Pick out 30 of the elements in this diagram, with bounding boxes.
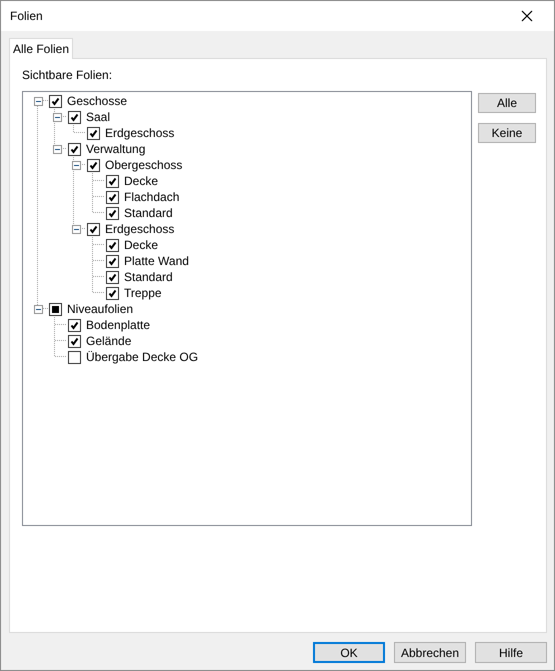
tree-item-label: Saal [86, 110, 110, 124]
tree-item-label: Decke [124, 174, 158, 188]
tree-line [37, 100, 48, 309]
tree-item-label: Decke [124, 238, 158, 252]
tree-item-label: Erdgeschoss [105, 222, 174, 236]
tree-item-label: Platte Wand [124, 254, 189, 268]
tree-item-label: Flachdach [124, 190, 180, 204]
tree-item-label: Niveaufolien [67, 302, 134, 316]
tree-item-label: Verwaltung [86, 142, 146, 156]
tree-line [92, 234, 106, 293]
tree-item-label: Standard [124, 270, 173, 284]
window-title: Folien [10, 9, 43, 23]
tree-item-label: Übergabe Decke OG [86, 350, 198, 364]
button: Hilfe [475, 642, 547, 663]
group-label: Sichtbare Folien: [22, 68, 112, 82]
button: OK [313, 642, 385, 663]
button: Keine [478, 123, 536, 143]
tree-item-label: Erdgeschoss [105, 126, 174, 140]
tree-line [92, 170, 106, 213]
tree-item-label: Bodenplatte [86, 318, 150, 332]
tree-line [73, 122, 86, 133]
tree-item-label: Treppe [124, 286, 162, 300]
tree-line [54, 314, 68, 357]
button: Abbrechen [394, 642, 466, 663]
tree-item-label: Standard [124, 206, 173, 220]
tree-item-label: Obergeschoss [105, 158, 182, 172]
tree-item-label: Gelände [86, 334, 132, 348]
tree-item-label: Geschosse [67, 94, 128, 108]
tab: Alle Folien [9, 38, 73, 59]
button: Alle [478, 93, 536, 113]
